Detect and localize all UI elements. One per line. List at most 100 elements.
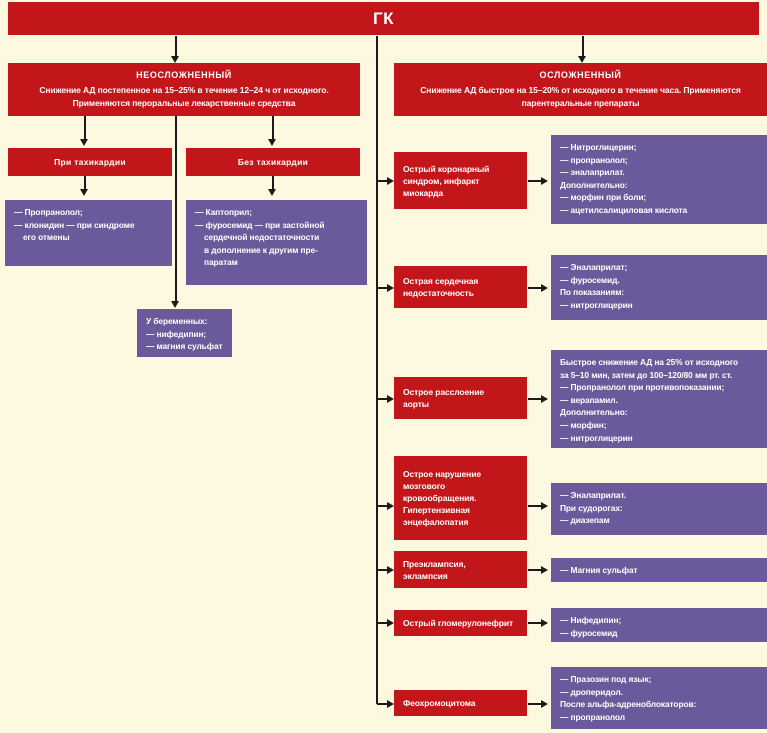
drug-line: — дроперидол. <box>560 686 623 697</box>
arrow-to-uncomplicated <box>171 56 179 63</box>
condition-line: энцефалопатия <box>403 517 469 527</box>
arrow-row6-treatment <box>541 619 548 627</box>
drug-line: — Магния сульфат <box>560 565 638 575</box>
drug-line: — Нифедипин; <box>560 615 622 625</box>
arrow-to-pregnancy <box>171 301 179 308</box>
arrow-row4 <box>387 502 394 510</box>
condition-line: Феохромоцитома <box>403 698 476 708</box>
drug-line: — морфин при боли; <box>560 192 647 203</box>
drug-line: — Нитроглицерин; <box>560 142 637 152</box>
drug-line: — клонидин — при синдроме <box>14 219 135 230</box>
tachycardia-drugs-box: — Пропранолол; — клонидин — при синдроме… <box>5 200 172 266</box>
treatment-box-stroke-encephalopathy: — Эналаприлат. При судорогах: — диазепам <box>551 483 767 535</box>
arrow-row1 <box>387 177 394 185</box>
connector-row6 <box>377 622 389 624</box>
arrow-row2-treatment <box>541 284 548 292</box>
connector-row3 <box>377 398 389 400</box>
drug-line: При судорогах: <box>560 502 623 513</box>
drug-line: — Каптоприл; <box>195 207 252 217</box>
connector-row7-treatment <box>528 703 542 705</box>
condition-line: аорты <box>403 399 429 409</box>
condition-line: Острая сердечная <box>403 276 479 286</box>
condition-line: мозгового <box>403 481 446 491</box>
uncomplicated-line1: Снижение АД постепенное на 15–25% в тече… <box>39 84 329 95</box>
connector-branch-divider <box>376 36 378 128</box>
condition-box-glomerulonephritis: Острый гломерулонефрит <box>394 610 527 636</box>
drug-line: его отмены <box>23 232 70 243</box>
treatment-box-acute-heart-failure: — Эналаприлат; — фуросемид. По показания… <box>551 255 767 320</box>
tachycardia-box: При тахикардии <box>8 148 172 176</box>
treatment-box-aortic-dissection: Быстрое снижение АД на 25% от исходного … <box>551 350 767 448</box>
connector-tachycardia-drugs <box>84 176 86 191</box>
arrow-row1-treatment <box>541 177 548 185</box>
drug-line: — эналаприлат. <box>560 167 625 178</box>
drug-line: — нитроглицерин <box>560 432 633 443</box>
condition-box-preeclampsia: Преэклампсия, эклампсия <box>394 551 527 588</box>
drug-line: паратам <box>204 257 238 268</box>
connector-to-tachycardia <box>84 116 86 141</box>
connector-row4-treatment <box>528 505 542 507</box>
connector-row1-treatment <box>528 180 542 182</box>
connector-to-pregnancy <box>175 116 177 303</box>
uncomplicated-title: НЕОСЛОЖНЕННЫЙ <box>136 69 232 80</box>
connector-row7 <box>377 703 389 705</box>
condition-line: недостаточность <box>403 288 474 298</box>
arrow-row3 <box>387 395 394 403</box>
no-tachycardia-box: Без тахикардии <box>186 148 360 176</box>
complicated-line1: Снижение АД быстрое на 15–20% от исходно… <box>420 84 741 95</box>
arrow-row5-treatment <box>541 566 548 574</box>
drug-line: — пропранолол <box>560 711 625 722</box>
connector-complicated-trunk <box>376 116 378 704</box>
condition-box-pheochromocytoma: Феохромоцитома <box>394 690 527 716</box>
treatment-box-glomerulonephritis: — Нифедипин; — фуросемид <box>551 608 767 642</box>
treatment-box-acute-coronary-syndrome: — Нитроглицерин; — пропранолол; — эналап… <box>551 135 767 224</box>
connector-no-tachycardia-drugs <box>272 176 274 191</box>
complicated-branch-box: ОСЛОЖНЕННЫЙ Снижение АД быстрое на 15–20… <box>394 63 767 116</box>
connector-row4 <box>377 505 389 507</box>
drug-line: — фуросемид. <box>560 274 620 285</box>
connector-trunk-right <box>582 36 584 58</box>
drug-line: сердечной недостаточности <box>204 232 320 243</box>
arrow-row7 <box>387 700 394 708</box>
drug-line: — фуросемид <box>560 627 618 638</box>
chart-title-header: ГК <box>8 2 759 35</box>
condition-line: Гипертензивная <box>403 505 470 515</box>
arrow-row2 <box>387 284 394 292</box>
connector-row1 <box>377 180 389 182</box>
drug-line: — диазепам <box>560 515 610 526</box>
condition-line: Преэклампсия, <box>403 558 466 569</box>
uncomplicated-line2: Применяются пероральные лекарственные ср… <box>72 97 296 108</box>
treatment-note: за 5–10 мин, затем до 100–120/80 мм рт. … <box>560 369 733 380</box>
condition-line: кровообращения. <box>403 493 477 503</box>
drug-line: — морфин; <box>560 419 607 430</box>
arrow-row6 <box>387 619 394 627</box>
no-tachycardia-drugs-box: — Каптоприл; — фуросемид — при застойной… <box>186 200 367 285</box>
arrow-to-complicated <box>578 56 586 63</box>
drug-line: По показаниям: <box>560 287 624 298</box>
treatment-box-pheochromocytoma: — Празозин под язык; — дроперидол. После… <box>551 667 767 729</box>
connector-row2-treatment <box>528 287 542 289</box>
drug-line: — верапамил. <box>560 394 618 405</box>
pregnancy-box: У беременных: — нифедипин; — магния суль… <box>137 309 232 357</box>
drug-line: Дополнительно: <box>560 179 628 190</box>
connector-row6-treatment <box>528 622 542 624</box>
uncomplicated-branch-box: НЕОСЛОЖНЕННЫЙ Снижение АД постепенное на… <box>8 63 360 116</box>
arrow-no-tachycardia-drugs <box>268 189 276 196</box>
drug-line: — ацетилсалициловая кислота <box>560 204 688 215</box>
treatment-note: Быстрое снижение АД на 25% от исходного <box>560 357 739 367</box>
drug-line: Дополнительно: <box>560 407 628 418</box>
connector-row5 <box>377 569 389 571</box>
connector-to-no-tachycardia <box>272 116 274 141</box>
arrow-to-tachycardia <box>80 139 88 146</box>
condition-line: Острое расслоение <box>403 387 484 397</box>
complicated-line2: парентеральные препараты <box>521 97 640 108</box>
condition-line: синдром, инфаркт <box>403 175 480 186</box>
arrow-to-no-tachycardia <box>268 139 276 146</box>
drug-line: — Эналаприлат. <box>560 490 626 500</box>
connector-row2 <box>377 287 389 289</box>
condition-box-acute-heart-failure: Острая сердечная недостаточность <box>394 266 527 308</box>
condition-line: Острый гломерулонефрит <box>403 618 514 628</box>
drug-line: — нитроглицерин <box>560 299 633 310</box>
drug-line: — магния сульфат <box>146 341 223 352</box>
